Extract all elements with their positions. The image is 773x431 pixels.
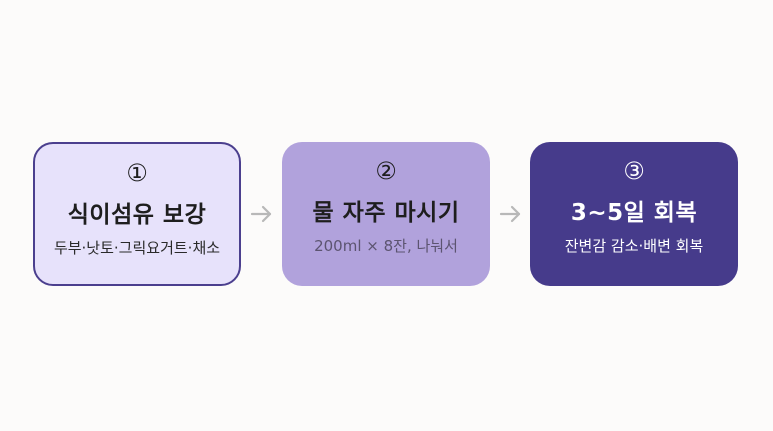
- arrow-right-icon: [250, 205, 272, 223]
- step-subtitle: 잔변감 감소·배변 회복: [564, 237, 704, 255]
- step-card-fiber: ① 식이섬유 보강 두부·낫토·그릭요거트·채소: [33, 142, 241, 286]
- arrow-right-icon: [499, 205, 521, 223]
- step-number: ②: [375, 157, 397, 185]
- step-subtitle: 두부·낫토·그릭요거트·채소: [53, 239, 221, 257]
- step-title: 식이섬유 보강: [67, 202, 207, 228]
- step-card-recovery: ③ 3~5일 회복 잔변감 감소·배변 회복: [530, 142, 738, 286]
- step-card-water: ② 물 자주 마시기 200ml × 8잔, 나눠서: [282, 142, 490, 286]
- step-number: ①: [126, 159, 148, 187]
- step-subtitle: 200ml × 8잔, 나눠서: [314, 237, 458, 255]
- step-title: 3~5일 회복: [570, 200, 698, 226]
- step-number: ③: [623, 157, 645, 185]
- step-title: 물 자주 마시기: [312, 200, 460, 226]
